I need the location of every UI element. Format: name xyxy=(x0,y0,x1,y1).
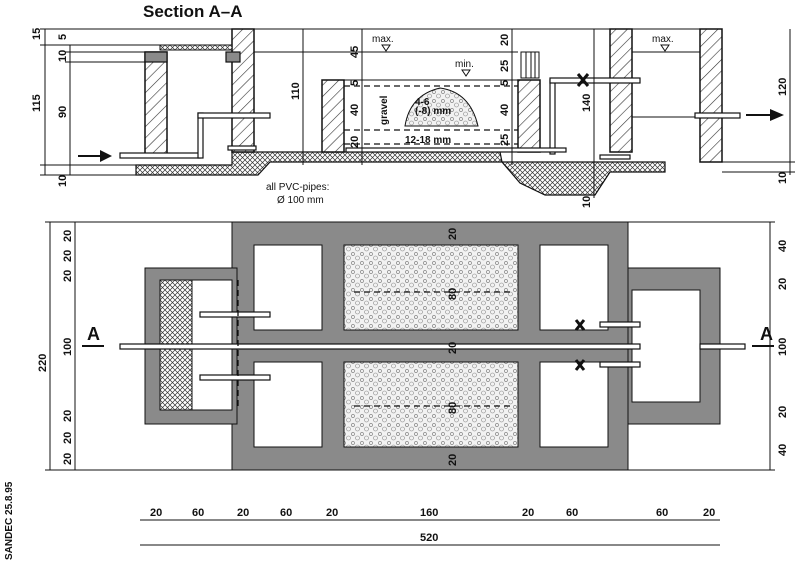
plan-view xyxy=(45,221,775,546)
inner-dim: 80 xyxy=(447,402,459,414)
min-level-label: min. xyxy=(455,59,474,70)
total-width-dim: 520 xyxy=(420,532,438,544)
max-level-label-left: max. xyxy=(372,34,394,45)
fine-gravel-size: 4-6 xyxy=(415,97,430,108)
dim-220: 220 xyxy=(37,354,49,372)
dim-90: 90 xyxy=(57,106,69,118)
dim-20-right: 20 xyxy=(499,34,511,46)
left-dim: 100 xyxy=(62,338,74,356)
bottom-dim: 20 xyxy=(237,507,249,519)
right-dim: 40 xyxy=(777,240,789,252)
section-marker-left: A xyxy=(87,324,100,344)
dim-25-right: 25 xyxy=(499,60,511,72)
bottom-dim: 20 xyxy=(522,507,534,519)
dim-10-bottom: 10 xyxy=(57,175,69,187)
right-dim: 100 xyxy=(777,338,789,356)
dim-10-center: 10 xyxy=(581,196,593,208)
bottom-dim: 60 xyxy=(280,507,292,519)
fine-gravel-size-alt: (-8) mm xyxy=(415,106,451,117)
dim-40-mid: 40 xyxy=(349,104,361,116)
max-level-label-right: max. xyxy=(652,34,674,45)
bottom-dim: 60 xyxy=(192,507,204,519)
plan-labels: A A 220 20 20 20 100 20 20 20 40 20 100 … xyxy=(4,228,789,560)
dim-5-right: 5 xyxy=(499,80,511,86)
pipes-note: all PVC-pipes: xyxy=(266,182,329,193)
left-dim: 20 xyxy=(62,230,74,242)
dim-120: 120 xyxy=(777,78,789,96)
left-dim: 20 xyxy=(62,250,74,262)
left-dim: 20 xyxy=(62,270,74,282)
dim-115: 115 xyxy=(31,94,43,112)
right-dim: 20 xyxy=(777,278,789,290)
right-dim: 40 xyxy=(777,444,789,456)
dim-5: 5 xyxy=(57,34,69,40)
inner-dim: 20 xyxy=(447,228,459,240)
inner-dim: 20 xyxy=(447,454,459,466)
pipes-diameter: Ø 100 mm xyxy=(277,195,324,206)
bottom-dim: 160 xyxy=(420,507,438,519)
dim-20-mid: 20 xyxy=(349,136,361,148)
dim-110: 110 xyxy=(290,82,302,100)
bottom-dim: 20 xyxy=(703,507,715,519)
bottom-dim: 20 xyxy=(150,507,162,519)
bottom-dim: 20 xyxy=(326,507,338,519)
dim-15: 15 xyxy=(31,28,43,40)
inner-dim: 80 xyxy=(447,288,459,300)
dim-25-right-bottom: 25 xyxy=(499,134,511,146)
dim-140: 140 xyxy=(581,94,593,112)
section-title: Section A–A xyxy=(143,2,243,21)
water-level-icon xyxy=(381,44,670,77)
section-marker-right: A xyxy=(760,324,773,344)
dim-45: 45 xyxy=(349,46,361,58)
credit-label: SANDEC 25.8.95 xyxy=(4,481,15,560)
bottom-dim: 60 xyxy=(656,507,668,519)
left-dim: 20 xyxy=(62,432,74,444)
dim-10: 10 xyxy=(57,50,69,62)
section-dimensions: 15 5 10 90 115 10 110 45 5 40 20 20 25 5… xyxy=(31,28,789,208)
right-dim: 20 xyxy=(777,406,789,418)
left-dim: 20 xyxy=(62,410,74,422)
bottom-dim: 60 xyxy=(566,507,578,519)
section-view xyxy=(40,28,795,198)
gravel-label: gravel xyxy=(379,95,390,125)
dim-40-right: 40 xyxy=(499,104,511,116)
coarse-gravel-size: 12-18 mm xyxy=(405,135,451,146)
dim-10-right: 10 xyxy=(777,172,789,184)
dim-5-mid: 5 xyxy=(349,80,361,86)
left-dim: 20 xyxy=(62,453,74,465)
inner-dim: 20 xyxy=(447,342,459,354)
